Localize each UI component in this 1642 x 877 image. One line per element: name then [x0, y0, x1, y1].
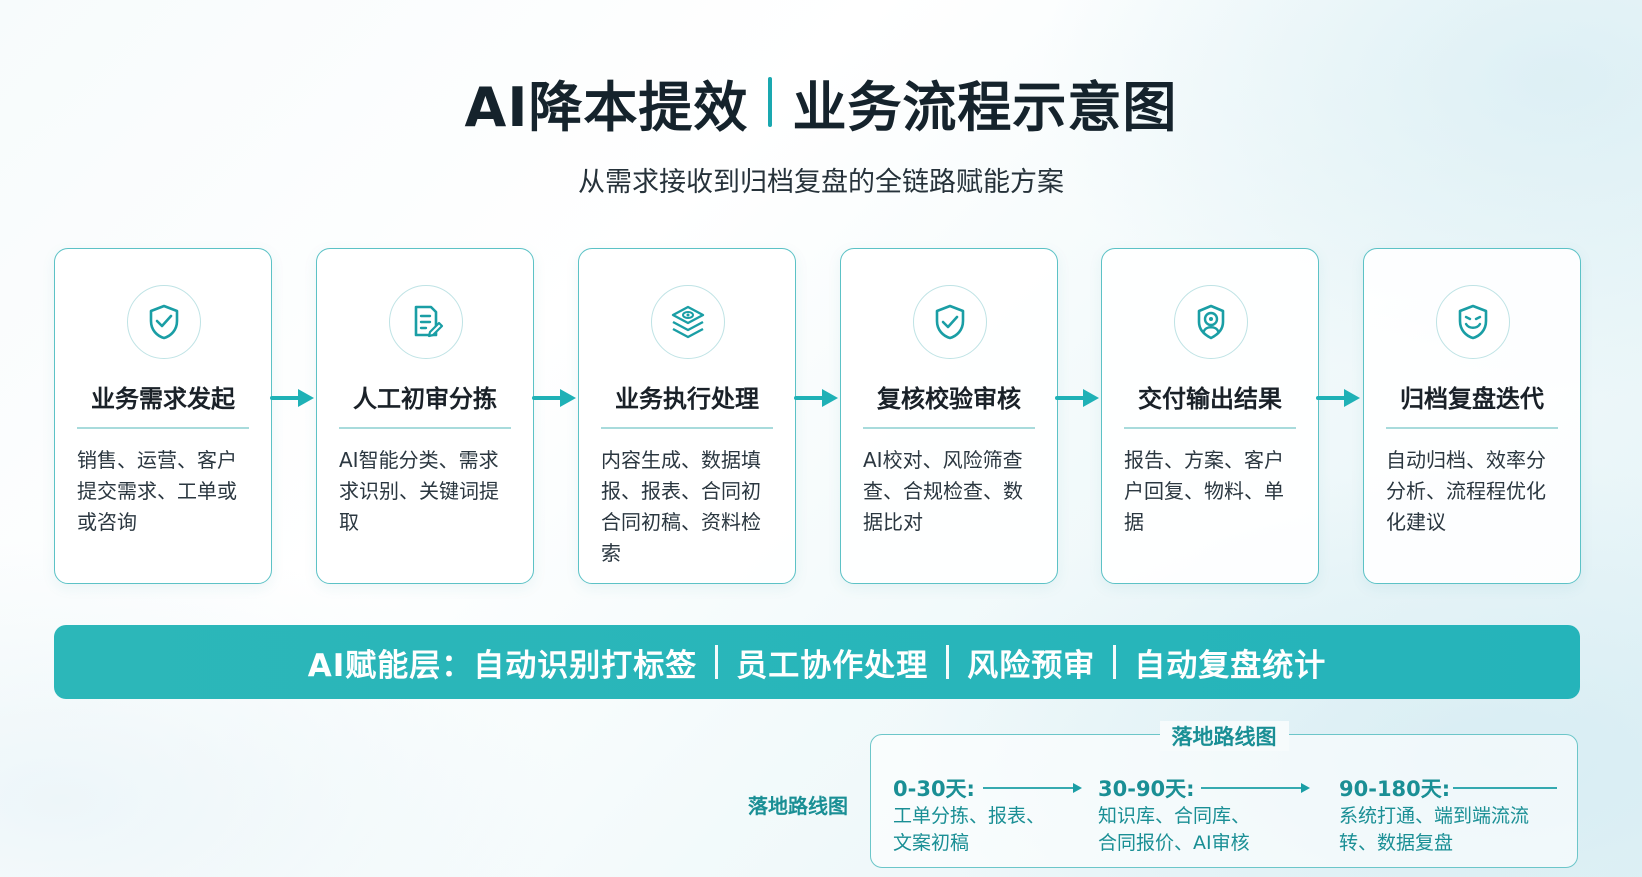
- flow-arrow-icon: [532, 389, 576, 407]
- phase-description: 工单分拣、报表、 文案初稿: [893, 803, 1045, 857]
- step-icon-circle: [1436, 285, 1510, 359]
- step-icon-circle: [913, 285, 987, 359]
- step-title: 人工初审分拣: [353, 385, 497, 413]
- phase-description-line: 系统打通、端到端流流: [1339, 805, 1530, 827]
- step-description: 自动归档、效率分分析、流程程优化化建议: [1386, 448, 1546, 534]
- step-description: 销售、运营、客户提交需求、工单或或咨询: [77, 448, 237, 534]
- step-divider: [1386, 427, 1558, 429]
- phase-arrow-icon: [983, 783, 1082, 793]
- roadmap-header: 落地路线图: [871, 721, 1577, 751]
- phase-description-line: 转、数据复盘: [1339, 832, 1454, 854]
- ai-layer-divider: [1113, 645, 1117, 679]
- phase-description-line: 知识库、合同库、: [1098, 805, 1251, 827]
- ai-layer-item: 自动复盘统计: [1134, 647, 1327, 684]
- step-description: 内容生成、数据填报、报表、合同初合同初稿、资料检索: [601, 448, 761, 565]
- step-divider: [601, 427, 773, 429]
- page-title-left: AI降本提效: [464, 75, 749, 139]
- page-title: AI降本提效 业务流程示意图: [0, 62, 1642, 142]
- step-icon-circle: [651, 285, 725, 359]
- step-title: 复核校验审核: [877, 385, 1021, 413]
- delivery-badge-icon: [1197, 304, 1225, 340]
- phase-arrow-icon: [1201, 783, 1310, 793]
- phase-label: 30-90天:: [1098, 777, 1195, 801]
- title-separator: [768, 77, 773, 127]
- step-divider: [339, 427, 511, 429]
- ai-layer-divider: [715, 645, 719, 679]
- flow-arrow-icon: [270, 389, 314, 407]
- phase-description: 系统打通、端到端流流 转、数据复盘: [1339, 803, 1529, 857]
- ai-layer-bar: AI赋能层： 自动识别打标签 员工协作处理 风险预审 自动复盘统计: [54, 625, 1580, 699]
- phase-description-line: 工单分拣、报表、: [893, 805, 1046, 827]
- step-icon-circle: [389, 285, 463, 359]
- roadmap-box: 落地路线图 0-30天: 工单分拣、报表、 文案初稿 30-90天: 知识库、合…: [870, 721, 1578, 868]
- page-subtitle: 从需求接收到归档复盘的全链路赋能方案: [578, 167, 1064, 198]
- shield-check-icon: [149, 304, 179, 340]
- page-title-right: 业务流程示意图: [792, 75, 1178, 139]
- phase-description-line: 文案初稿: [893, 832, 970, 854]
- roadmap-side-label: 落地路线图: [748, 794, 848, 818]
- document-edit-icon: [414, 305, 444, 338]
- layers-eye-icon: [671, 305, 705, 339]
- archive-shield-icon: [1458, 304, 1488, 340]
- phase-label: 90-180天:: [1339, 777, 1451, 801]
- step-card-6: 归档复盘迭代 自动归档、效率分分析、流程程优化化建议: [1363, 248, 1581, 584]
- flow-arrow-icon: [1316, 389, 1360, 407]
- step-description: 报告、方案、客户户回复、物料、单据: [1124, 448, 1284, 534]
- step-title: 归档复盘迭代: [1400, 385, 1544, 413]
- step-divider: [77, 427, 249, 429]
- step-title: 业务执行处理: [615, 385, 759, 413]
- ai-layer-divider: [946, 645, 950, 679]
- step-card-5: 交付输出结果 报告、方案、客户户回复、物料、单据: [1101, 248, 1319, 584]
- phase-description: 知识库、合同库、 合同报价、AI审核: [1098, 803, 1250, 857]
- ai-layer-item: 员工协作处理: [736, 647, 929, 684]
- phase-line: [1453, 787, 1557, 789]
- step-icon-circle: [127, 285, 201, 359]
- shield-check-icon: [935, 304, 965, 340]
- ai-layer-item: 风险预审: [967, 647, 1096, 684]
- step-card-4: 复核校验审核 AI校对、风险筛查查、合规检查、数据比对: [840, 248, 1058, 584]
- step-icon-circle: [1174, 285, 1248, 359]
- step-divider: [863, 427, 1035, 429]
- flow-arrow-icon: [1055, 389, 1099, 407]
- step-title: 业务需求发起: [91, 385, 235, 413]
- ai-layer-item: 自动识别打标签: [473, 647, 698, 684]
- phase-label: 0-30天:: [893, 777, 975, 801]
- phase-description-line: 合同报价、AI审核: [1098, 832, 1250, 854]
- step-card-2: 人工初审分拣 AI智能分类、需求求识别、关键词提取: [316, 248, 534, 584]
- step-description: AI校对、风险筛查查、合规检查、数据比对: [863, 448, 1023, 534]
- step-description: AI智能分类、需求求识别、关键词提取: [339, 448, 499, 534]
- step-card-3: 业务执行处理 内容生成、数据填报、报表、合同初合同初稿、资料检索: [578, 248, 796, 584]
- flow-arrow-icon: [794, 389, 838, 407]
- roadmap-header-text: 落地路线图: [1159, 721, 1289, 751]
- step-card-1: 业务需求发起 销售、运营、客户提交需求、工单或或咨询: [54, 248, 272, 584]
- ai-layer-label: AI赋能层：: [307, 647, 474, 684]
- step-divider: [1124, 427, 1296, 429]
- step-title: 交付输出结果: [1138, 385, 1282, 413]
